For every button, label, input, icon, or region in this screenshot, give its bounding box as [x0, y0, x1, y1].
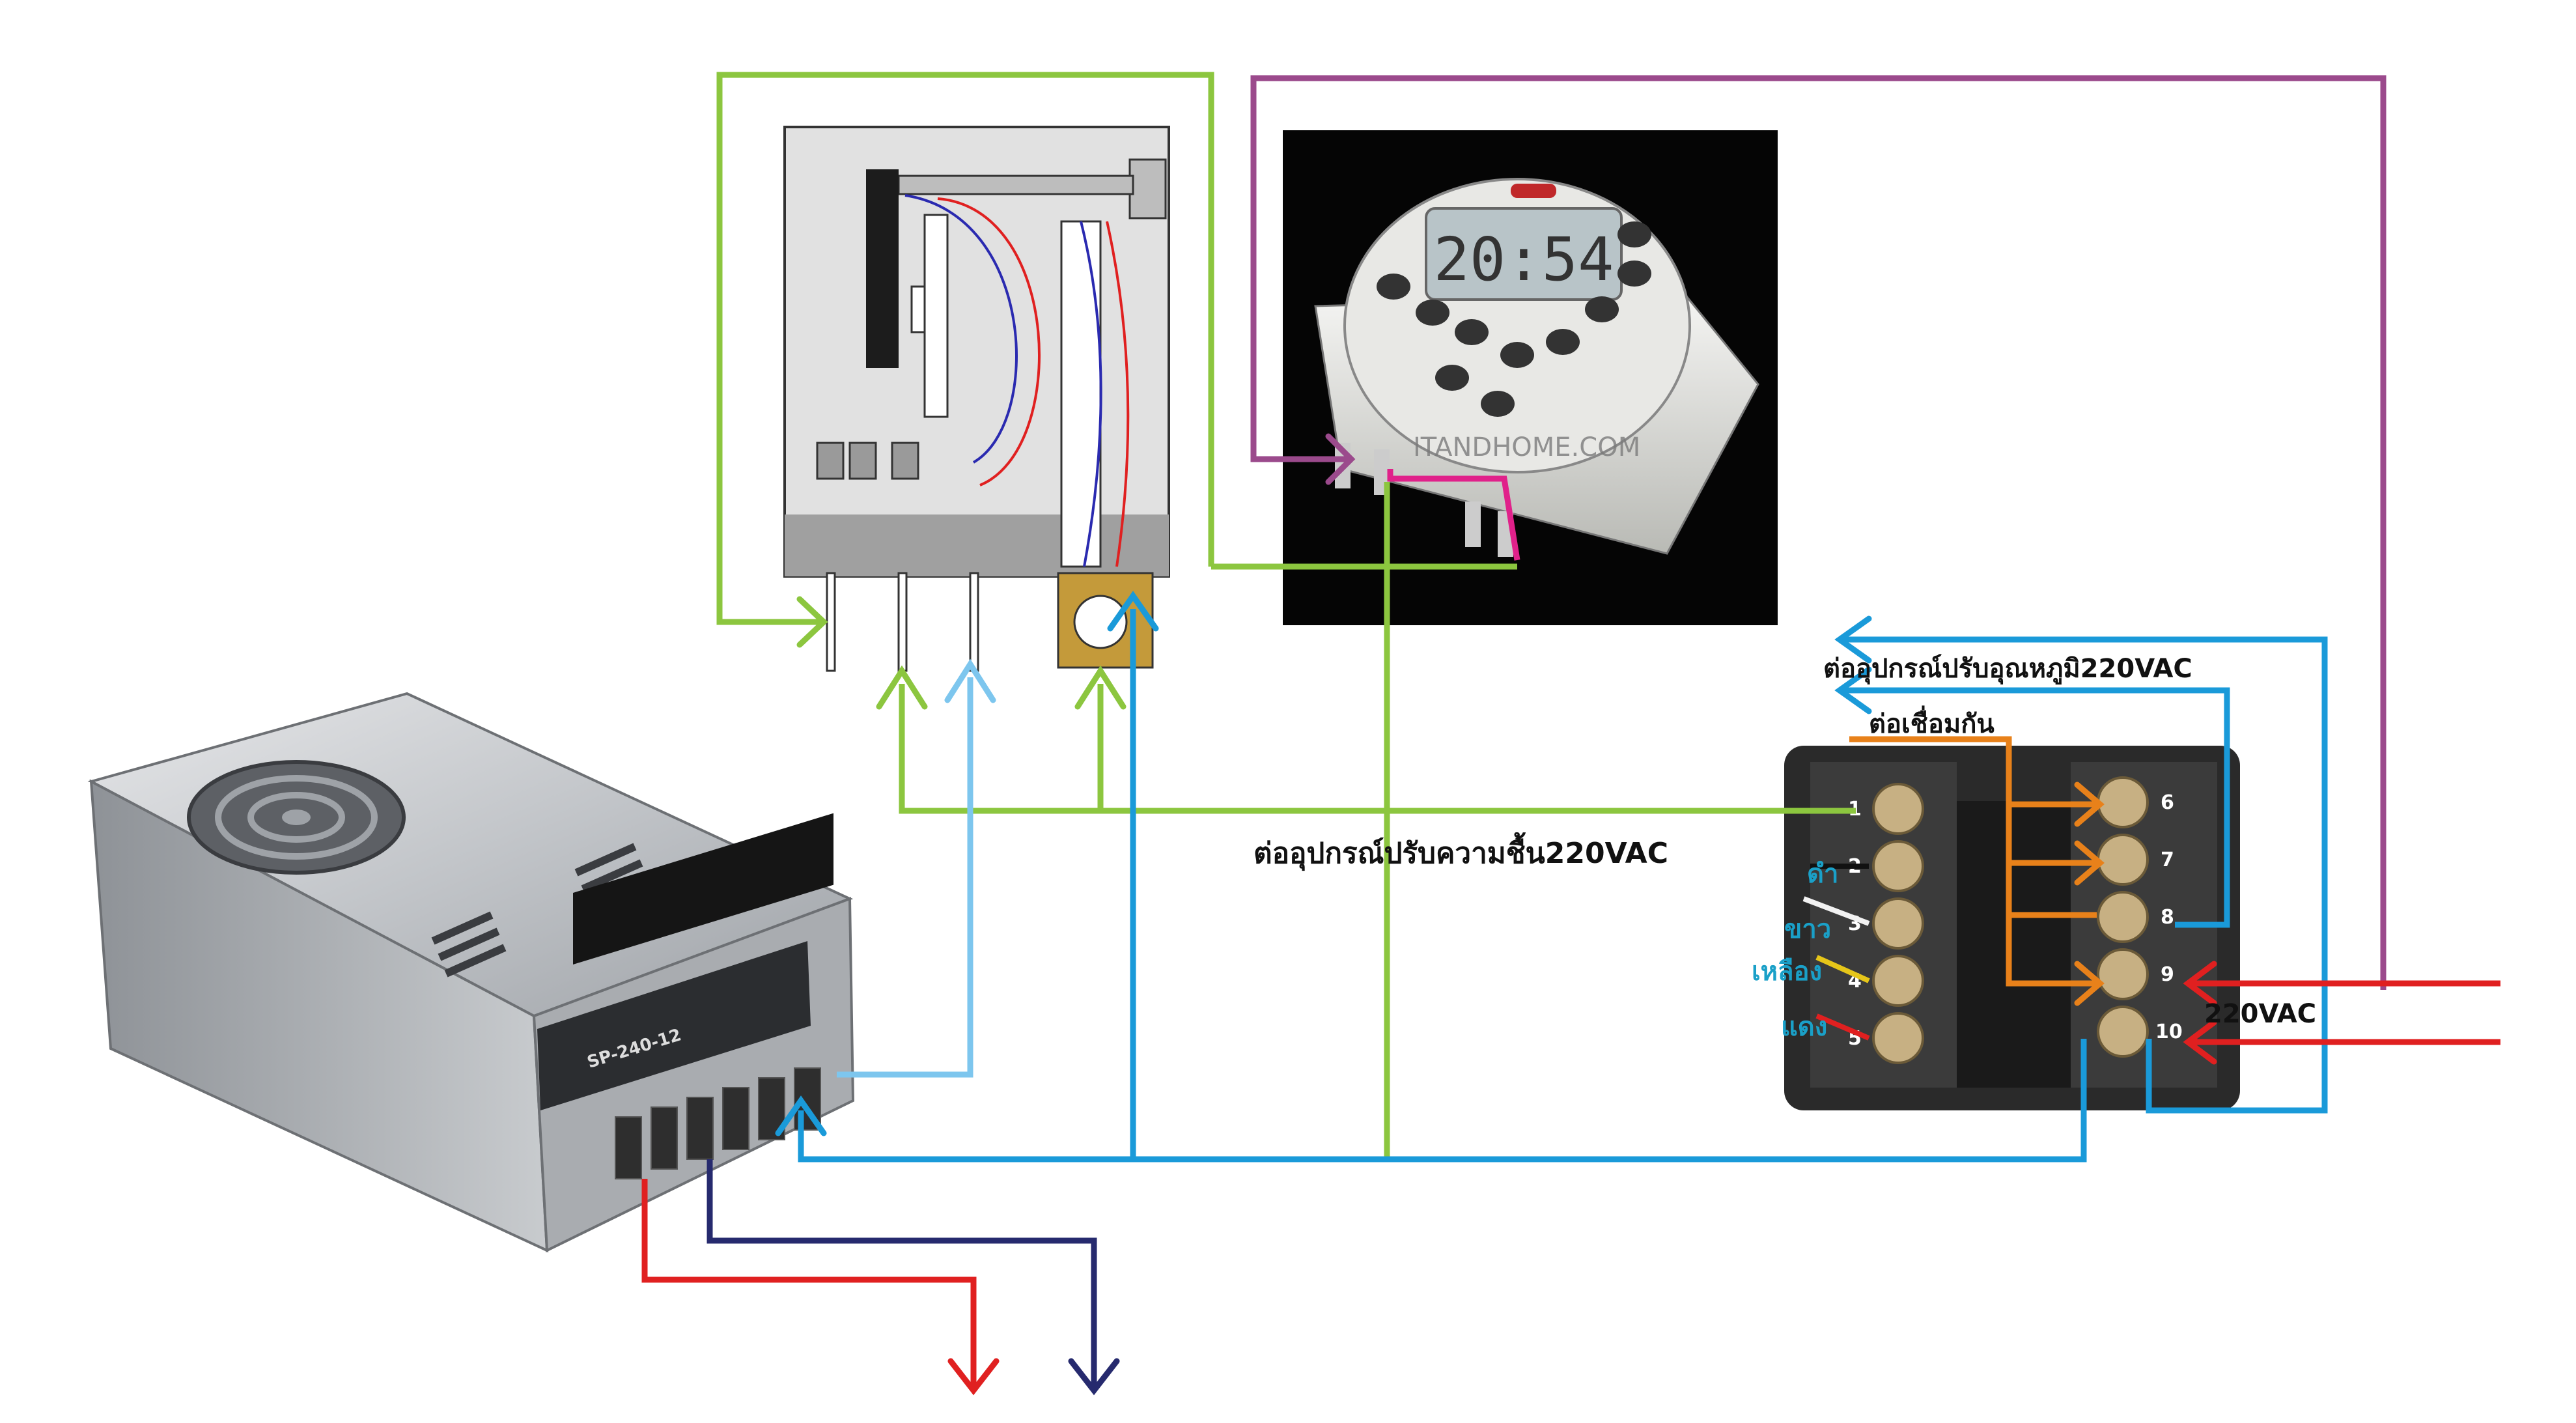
- psu-terminal-block: [573, 813, 833, 965]
- wire-white-label: ขาว: [1784, 914, 1831, 944]
- supply-220vac-label: 220VAC: [2204, 999, 2316, 1029]
- terminal-9: 9: [2161, 963, 2174, 986]
- terminal-6: 6: [2161, 791, 2174, 814]
- wire-red-label: แดง: [1781, 1012, 1827, 1042]
- timer-lcd: [1425, 207, 1623, 301]
- labels: ต่ออุปกรณ์ปรับความชื้น220VAC ต่ออุปกรณ์ป…: [1253, 654, 2316, 1042]
- humidity-relay-schematic: [783, 126, 1170, 672]
- wires: [641, 72, 2500, 1387]
- arrowheads: [775, 433, 2217, 1396]
- digital-timer: 20:54 ITANDHOME.COM: [1283, 130, 1778, 625]
- watermark: ITANDHOME.COM: [1413, 432, 1640, 462]
- humidity-label: ต่ออุปกรณ์ปรับความชื้น220VAC: [1253, 832, 1668, 871]
- wire-yellow-label: เหลือง: [1752, 957, 1822, 987]
- connect-together-label: ต่อเชื่อมกัน: [1869, 705, 1995, 739]
- temperature-label: ต่ออุปกรณ์ปรับอุณหภูมิ220VAC: [1823, 654, 2192, 685]
- terminal-10: 10: [2155, 1021, 2183, 1043]
- relay-socket: 1 2 3 4 5 6 7 8 9 10: [1784, 746, 2240, 1110]
- timer-display: 20:54: [1434, 225, 1614, 294]
- terminal-7: 7: [2161, 849, 2174, 871]
- power-supply: SP-240-12: [87, 692, 855, 1253]
- terminal-8: 8: [2161, 906, 2174, 929]
- wire-black-label: ดำ: [1807, 859, 1838, 889]
